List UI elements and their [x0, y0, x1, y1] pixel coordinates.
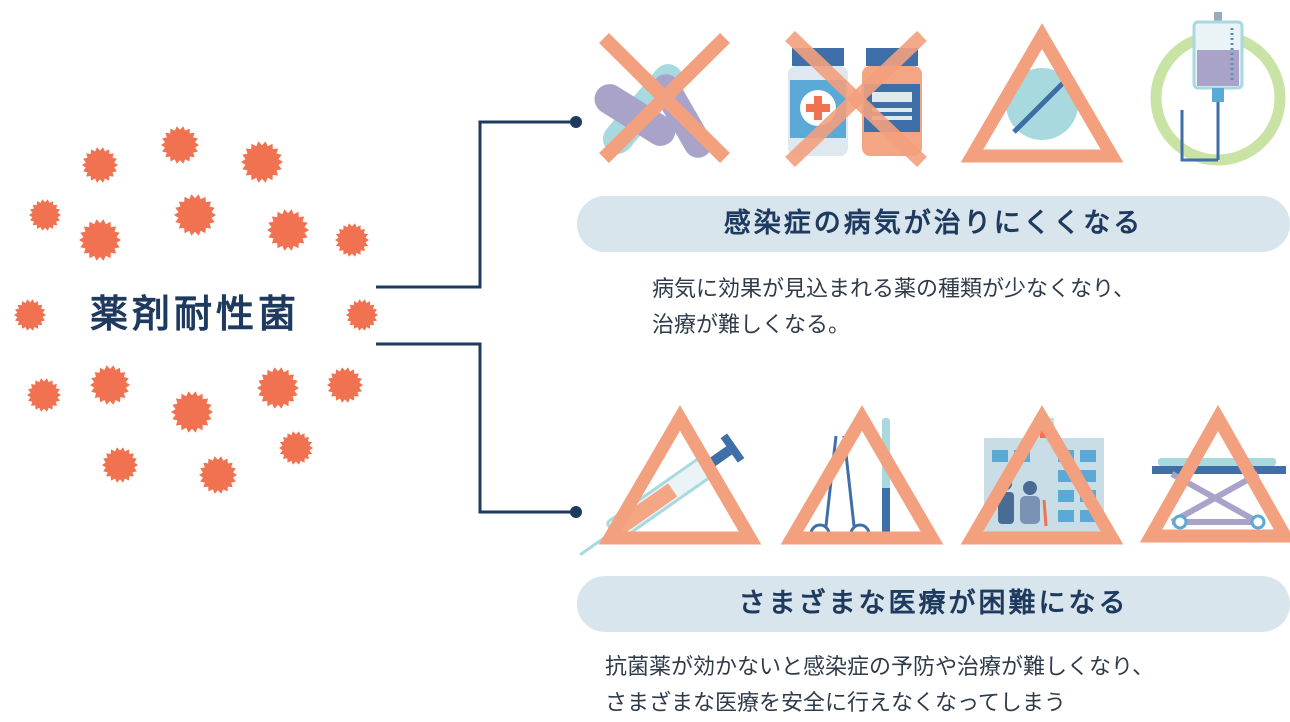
- top-description-line-2: 治療が難しくなる。: [652, 313, 851, 338]
- surgical-tools-warning-icon: [780, 405, 944, 545]
- syringe-warning-icon: [579, 405, 762, 556]
- bacteria-spot-icon: [241, 141, 283, 183]
- bacteria-spot-icon: [267, 209, 309, 251]
- bacteria-spot-icon: [257, 367, 299, 409]
- bacteria-spot-icon: [79, 219, 121, 261]
- connector-top: [376, 120, 576, 289]
- bacteria-cluster-icon: [14, 126, 378, 494]
- bacteria-spot-icon: [29, 199, 61, 231]
- bacteria-spot-icon: [90, 365, 130, 405]
- iv-drip-icon: [1150, 12, 1286, 166]
- tablet-warning-icon: [960, 23, 1124, 163]
- connector-top-dot: [570, 116, 582, 128]
- connector-lines: [376, 120, 576, 514]
- top-heading: 感染症の病気が治りにくくなる: [577, 196, 1290, 252]
- stretcher-warning-icon: [1139, 404, 1290, 543]
- bacteria-spot-icon: [82, 147, 118, 183]
- medicine-bottles-crossed-icon: [785, 30, 927, 168]
- bacteria-spot-icon: [174, 194, 216, 236]
- bottom-heading: さまざまな医療が困難になる: [577, 576, 1290, 632]
- top-description-line-1: 病気に効果が見込まれる薬の種類が少なくなり、: [652, 277, 1136, 302]
- bacteria-spot-icon: [171, 391, 213, 433]
- connector-bottom-dot: [570, 506, 582, 518]
- bacteria-spot-icon: [199, 456, 237, 494]
- bacteria-spot-icon: [27, 378, 61, 412]
- connector-bottom: [376, 342, 576, 514]
- bottom-description-line-2: さまざまな医療を安全に行えなくなってしまう: [605, 691, 1066, 716]
- bacteria-spot-icon: [327, 367, 363, 403]
- hospital-elderly-warning-icon: [960, 405, 1124, 545]
- bacteria-spot-icon: [102, 447, 138, 483]
- bacteria-spot-icon: [14, 299, 46, 331]
- bottom-description-line-1: 抗菌薬が効かないと感染症の予防や治療が難しくなり、: [605, 655, 1155, 680]
- bacteria-spot-icon: [346, 299, 378, 331]
- bacteria-spot-icon: [279, 431, 313, 465]
- bacteria-spot-icon: [335, 223, 369, 257]
- pills-crossed-icon: [594, 33, 730, 163]
- center-label: 薬剤耐性菌: [89, 292, 300, 336]
- bacteria-spot-icon: [161, 126, 199, 164]
